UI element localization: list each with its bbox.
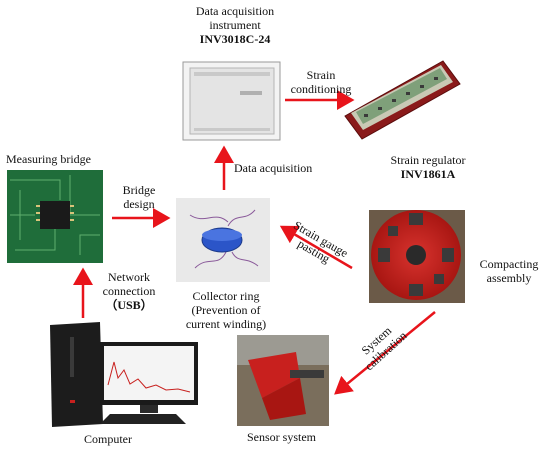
strain-regulator-label: Strain regulator INV1861A: [368, 153, 488, 181]
collector-ring-image: [176, 198, 270, 282]
sensor-system-label: Sensor system: [247, 430, 316, 444]
arrow-system-calibration: [334, 311, 436, 395]
collector-ring-line3: current winding): [185, 317, 267, 331]
data-acquisition-label: Data acquisition: [234, 161, 313, 175]
bridge-design-label: Bridge design: [114, 183, 164, 211]
computer-label: Computer: [84, 432, 132, 446]
daq-instrument-image: [182, 61, 281, 141]
daq-label-line1: Data acquisition: [195, 4, 275, 18]
daq-label: Data acquisition instrument INV3018C-24: [160, 4, 310, 46]
compacting-assembly-line2: assembly: [486, 271, 532, 285]
network-connection-line2: connection: [102, 284, 156, 298]
strain-regulator-image: [344, 60, 461, 140]
network-connection-label: Network connection （USB）: [94, 270, 164, 312]
strain-regulator-title: Strain regulator: [390, 153, 466, 167]
strain-regulator-model: INV1861A: [400, 167, 456, 181]
daq-label-line2: instrument: [209, 18, 261, 32]
sensor-system-image: [237, 335, 329, 426]
strain-conditioning-line2: conditioning: [290, 82, 352, 96]
computer-image: [50, 322, 198, 427]
collector-ring-line1: Collector ring: [192, 289, 260, 303]
arrows: [73, 90, 436, 395]
network-connection-line1: Network: [108, 270, 150, 284]
daq-model: INV3018C-24: [199, 32, 271, 46]
network-connection-line3: （USB）: [105, 298, 153, 312]
arrow-strain-gauge-pasting: [279, 225, 353, 270]
compacting-assembly-label: Compacting assembly: [472, 257, 546, 285]
collector-ring-label: Collector ring (Prevention of current wi…: [171, 289, 281, 331]
measuring-bridge-label: Measuring bridge: [6, 152, 91, 166]
bridge-design-line2: design: [123, 197, 155, 211]
bridge-design-line1: Bridge: [122, 183, 156, 197]
compacting-assembly-image: [369, 210, 465, 303]
collector-ring-line2: (Prevention of: [191, 303, 261, 317]
strain-conditioning-label: Strain conditioning: [282, 68, 360, 96]
measuring-bridge-image: [7, 170, 103, 263]
strain-conditioning-line1: Strain: [306, 68, 336, 82]
compacting-assembly-line1: Compacting: [479, 257, 539, 271]
